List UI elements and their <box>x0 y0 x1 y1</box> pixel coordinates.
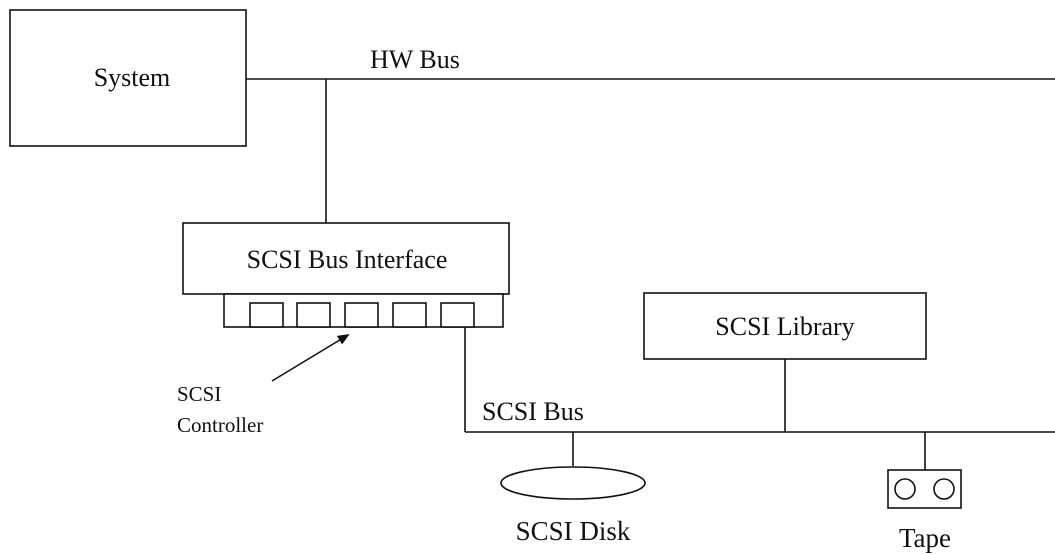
scsi-disk-label: SCSI Disk <box>516 516 631 546</box>
hw-bus-label: HW Bus <box>370 45 460 74</box>
controller-slot-5 <box>440 302 475 328</box>
scsi-library-box <box>643 292 927 360</box>
controller-label-line2: Controller <box>177 413 263 437</box>
scsi-disk-icon <box>500 466 646 500</box>
controller-slot-2 <box>296 302 331 328</box>
controller-label-line1: SCSI <box>177 382 221 406</box>
controller-slot-3 <box>344 302 379 328</box>
tape-label: Tape <box>899 523 951 553</box>
tape-reel-left-icon <box>894 478 916 500</box>
system-box <box>9 9 247 147</box>
scsi-library-label: SCSI Library <box>715 312 854 341</box>
scsi-bus-label: SCSI Bus <box>482 397 584 426</box>
scsi-interface-box <box>182 222 510 295</box>
system-label: System <box>94 63 171 92</box>
tape-icon <box>887 469 962 509</box>
scsi-interface-label: SCSI Bus Interface <box>247 245 448 274</box>
tape-reel-right-icon <box>933 478 955 500</box>
controller-slot-1 <box>249 302 284 328</box>
controller-arrow <box>271 333 350 382</box>
controller-slot-4 <box>392 302 427 328</box>
